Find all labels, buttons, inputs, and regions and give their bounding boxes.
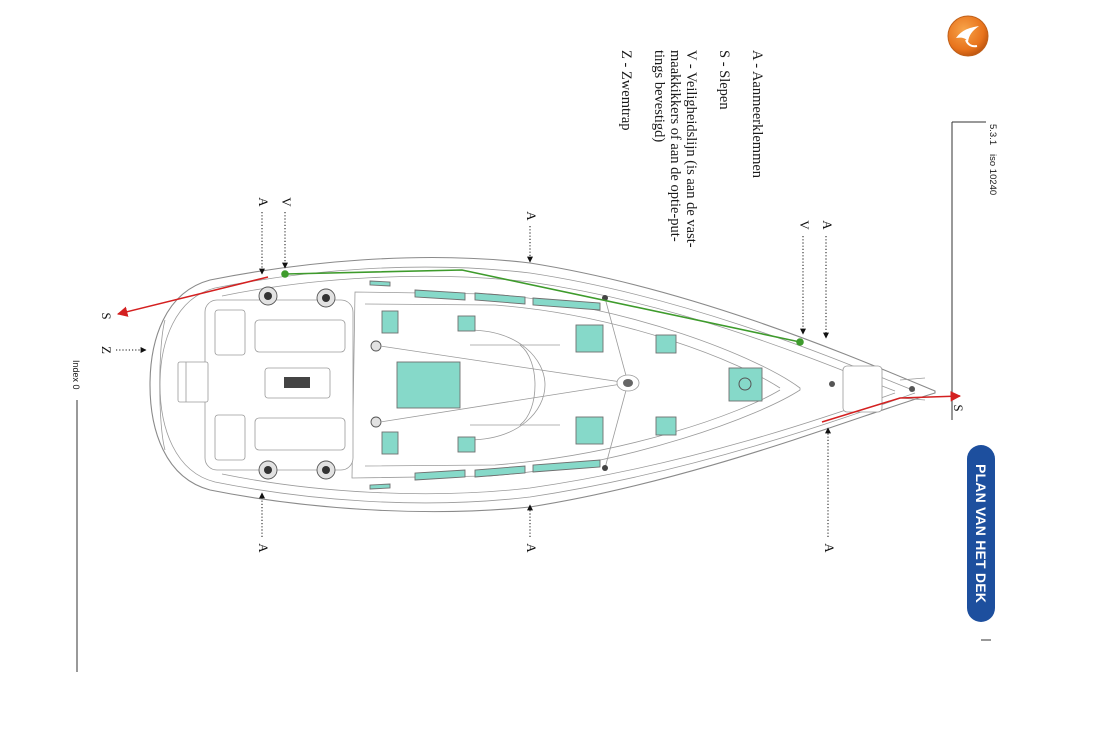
winches bbox=[258, 286, 382, 480]
marker-labels: A V A V A A A A S Z S bbox=[99, 197, 966, 553]
marker-a-mid-top: A bbox=[524, 211, 539, 221]
legend: A - Aanmeerklemmen S - Slepen V - Veilig… bbox=[618, 50, 765, 248]
legend-item-v-line1: V - Veiligheidslijn (is aan de vast- bbox=[683, 50, 699, 248]
tow-arrows bbox=[116, 276, 962, 423]
rigging-lines bbox=[379, 295, 629, 471]
marker-z-stern: Z bbox=[99, 346, 114, 354]
marker-a-bow-bottom: A bbox=[822, 543, 837, 553]
cockpit bbox=[204, 299, 354, 471]
section-reference: 5.3.1 iso 10240 bbox=[986, 124, 998, 195]
safety-line-anchor-aft bbox=[281, 270, 289, 278]
tow-arrow-aft bbox=[116, 276, 269, 317]
marker-v-bow: V bbox=[797, 220, 812, 230]
legend-item-v: V - Veiligheidslijn (is aan de vast- maa… bbox=[651, 50, 699, 248]
tow-arrow-fwd bbox=[821, 391, 962, 423]
section-number: 5.3.1 bbox=[987, 124, 998, 146]
safety-line bbox=[281, 269, 804, 346]
legend-item-z: Z - Zwemtrap bbox=[618, 50, 634, 131]
page-title: PLAN VAN HET DEK bbox=[967, 445, 995, 622]
swim-platform bbox=[159, 319, 209, 451]
legend-item-v-line3: tings bevestigd) bbox=[651, 50, 667, 143]
marker-s-stern: S bbox=[99, 312, 114, 319]
marker-v-stern: V bbox=[279, 197, 294, 207]
legend-item-a: A - Aanmeerklemmen bbox=[749, 50, 765, 179]
iso-standard: iso 10240 bbox=[987, 153, 998, 195]
pointer-arrows bbox=[116, 212, 831, 537]
marker-a-stern-bottom: A bbox=[256, 543, 271, 553]
bow-fittings bbox=[829, 365, 926, 413]
page-rules bbox=[76, 121, 991, 672]
bird-logo-icon bbox=[947, 15, 989, 57]
deck-hatches bbox=[369, 280, 763, 490]
safety-line-anchor-fwd bbox=[796, 338, 804, 346]
marker-a-mid-bottom: A bbox=[524, 543, 539, 553]
index-label: Index 0 bbox=[71, 360, 81, 390]
marker-a-bow-top: A bbox=[820, 220, 835, 230]
mast-base bbox=[616, 374, 640, 392]
marker-a-stern-top: A bbox=[256, 197, 271, 207]
legend-item-v-line2: maakkikkers of aan de optie-put- bbox=[667, 50, 683, 242]
marker-s-bow: S bbox=[951, 404, 966, 411]
legend-item-s: S - Slepen bbox=[716, 50, 732, 110]
